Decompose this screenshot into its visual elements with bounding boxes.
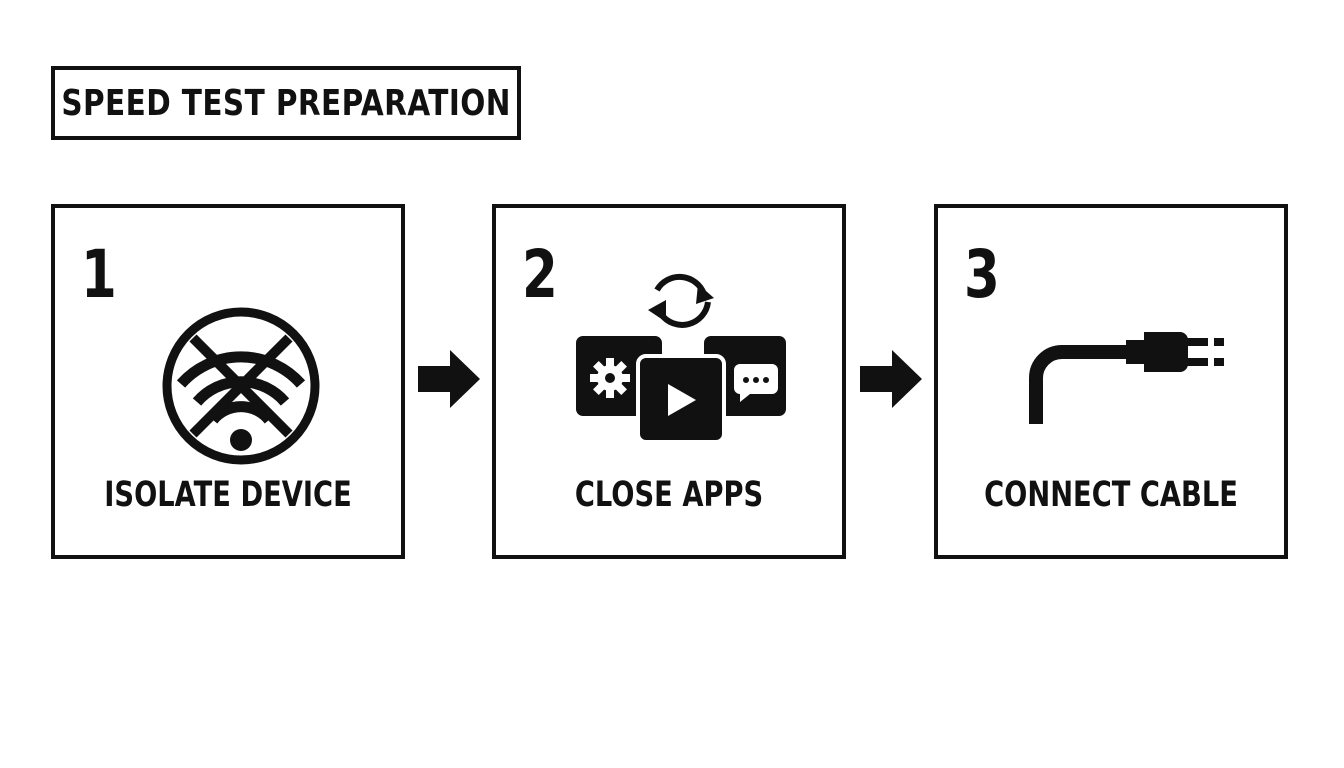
no-wifi-icon — [162, 307, 320, 465]
step-card-1: 1 ISOLATE DEVICE — [51, 204, 405, 559]
step-label: CONNECT CABLE — [984, 475, 1238, 515]
step-label: ISOLATE DEVICE — [104, 475, 352, 515]
title-box: SPEED TEST PREPARATION — [51, 66, 521, 140]
step-label: CLOSE APPS — [574, 475, 764, 515]
close-apps-icon — [576, 273, 786, 444]
gear-icon — [590, 358, 630, 398]
step-card-3: 3 CONNECT CABLE — [934, 204, 1288, 559]
play-icon — [668, 384, 696, 416]
chat-icon — [734, 364, 778, 402]
page-title: SPEED TEST PREPARATION — [61, 82, 511, 124]
step-number: 1 — [81, 236, 117, 313]
step-number: 2 — [522, 236, 558, 313]
arrow-right-icon — [860, 350, 922, 408]
cable-plug-icon — [1029, 332, 1224, 424]
step-card-2: 2 — [492, 204, 846, 559]
step-number: 3 — [964, 236, 1000, 313]
arrow-right-icon — [418, 350, 480, 408]
